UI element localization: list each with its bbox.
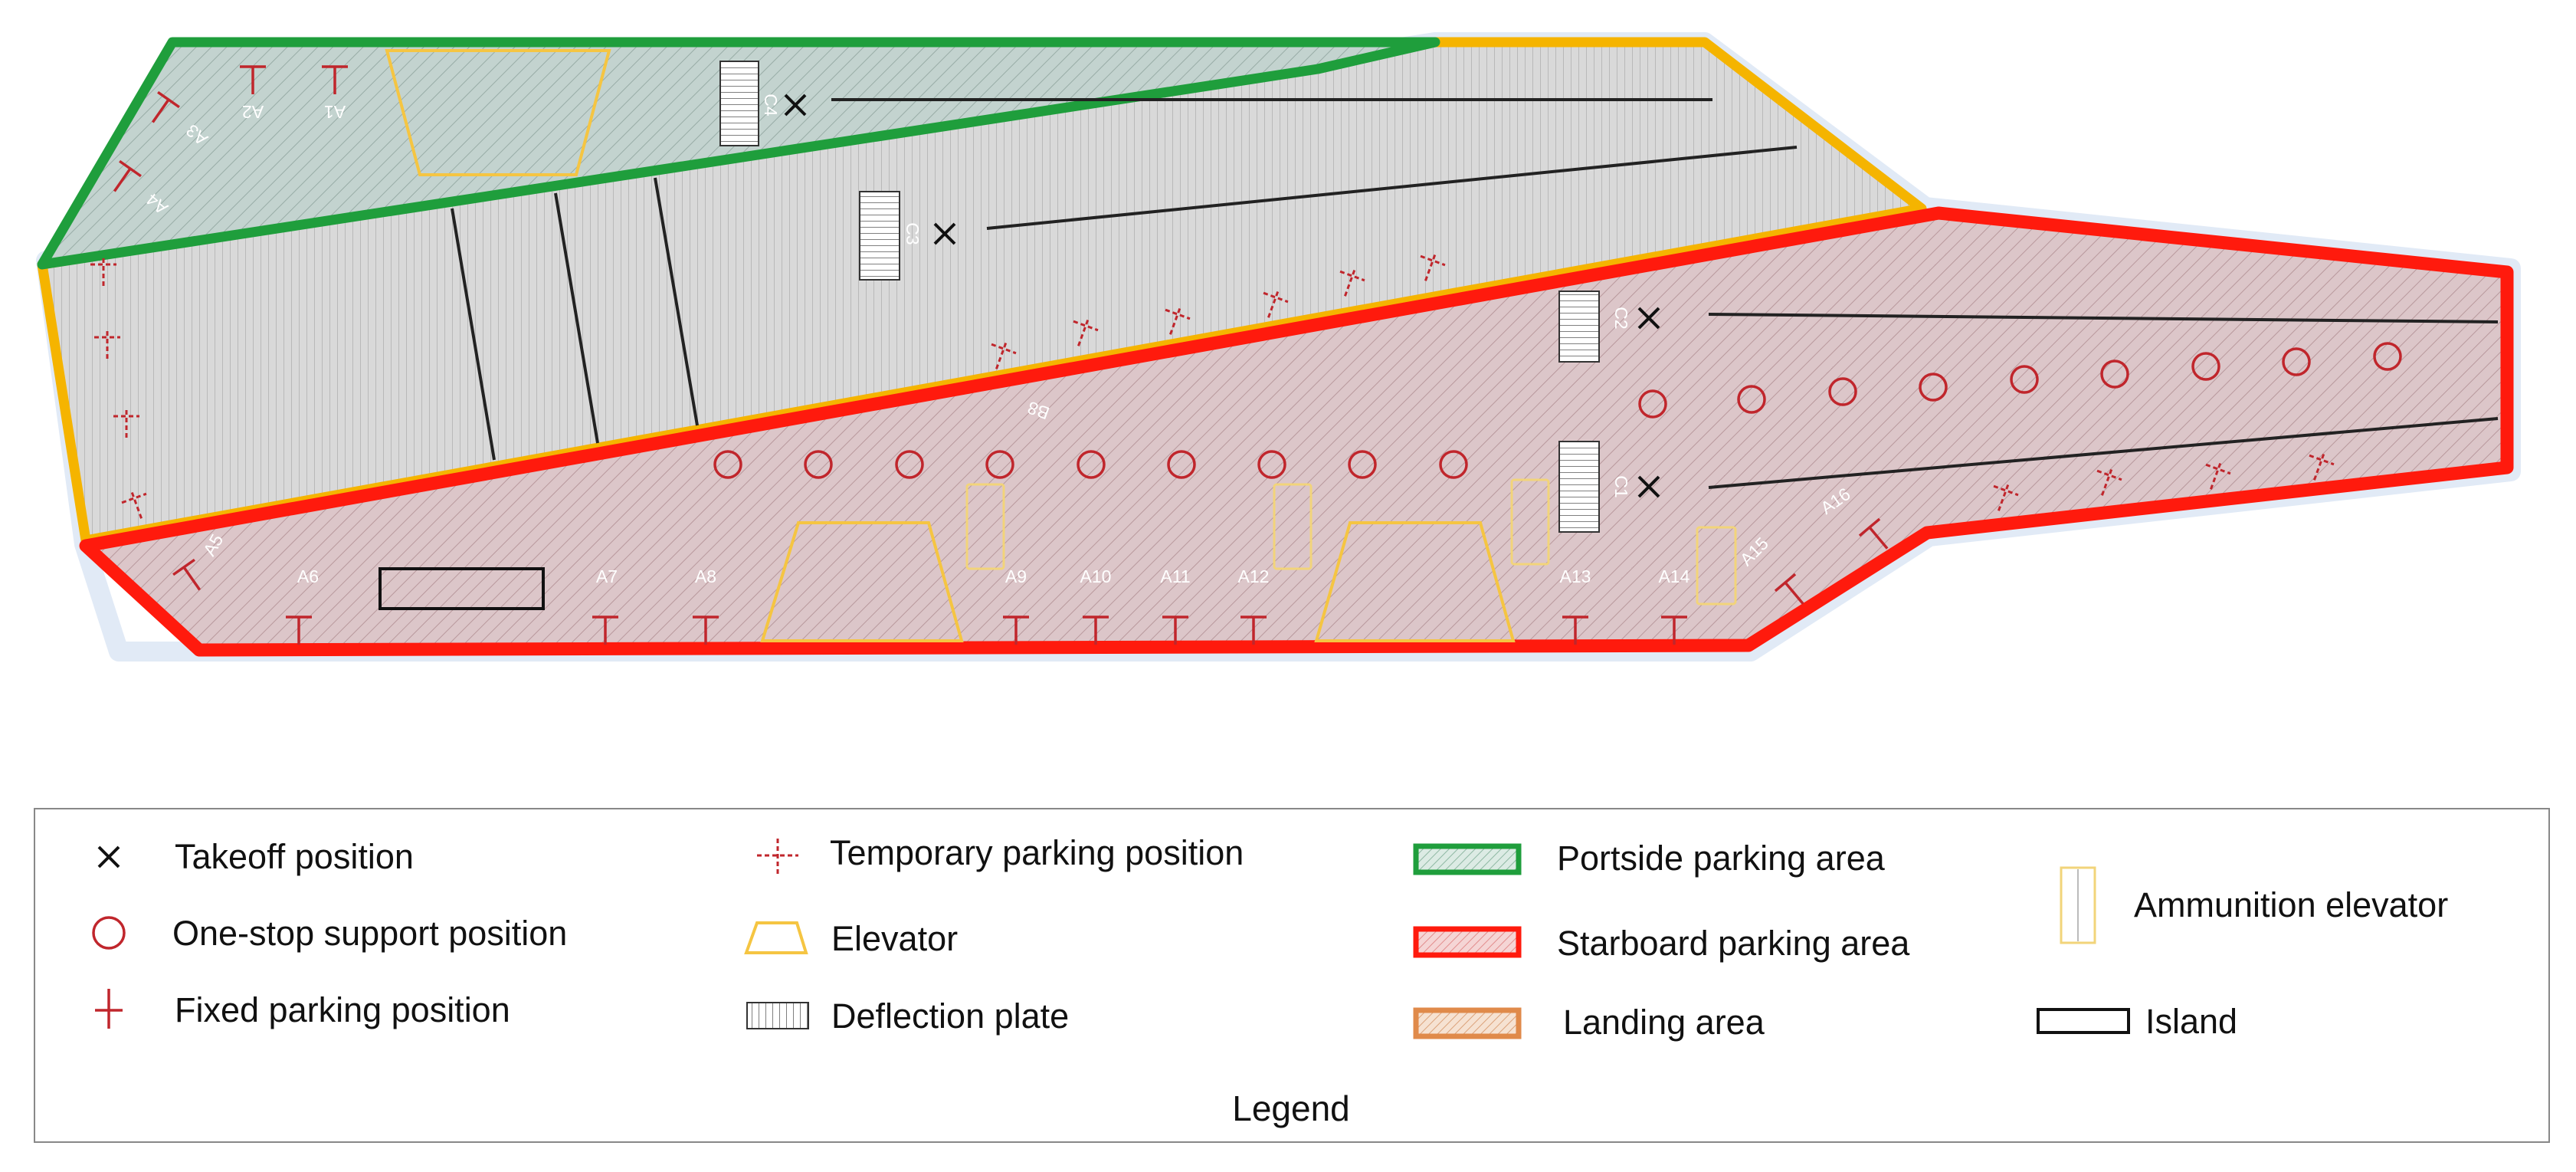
fixed-label: A7 [596, 566, 618, 586]
deflection-plate-icon [746, 1002, 809, 1029]
legend-island-label: Island [2145, 1002, 2237, 1041]
one-stop-marker [1257, 450, 1286, 479]
landing-area-icon [1413, 1007, 1522, 1039]
one-stop-marker [985, 450, 1014, 479]
legend-landing-label: Landing area [1563, 1003, 1765, 1042]
deflection-plate [1558, 441, 1600, 533]
fixed-label: A9 [1005, 566, 1027, 586]
legend-takeoff-label: Takeoff position [175, 837, 414, 876]
one-stop-marker [1919, 373, 1948, 402]
fixed-label: A14 [1659, 566, 1690, 586]
one-stop-marker [1638, 389, 1667, 419]
ammunition-elevator [1510, 478, 1550, 566]
one-stop-icon [92, 916, 126, 950]
legend-temporary-label: Temporary parking position [830, 833, 1244, 872]
fixed-label: A8 [695, 566, 716, 586]
ammunition-elevator [965, 483, 1005, 570]
one-stop-marker [1737, 385, 1766, 414]
portside-area-icon [1413, 843, 1522, 875]
catapult-lines [1708, 313, 2499, 489]
portside-parking-area [37, 37, 1440, 270]
landing-lines [451, 98, 1798, 461]
one-stop-marker [1348, 450, 1377, 479]
legend-one-stop-label: One-stop support position [172, 914, 567, 953]
ammunition-elevator-icon [2060, 866, 2096, 944]
island [379, 567, 545, 610]
legend-ammo-label: Ammunition elevator [2134, 885, 2448, 924]
deflection-plate [1558, 291, 1600, 363]
elevator [385, 49, 611, 176]
one-stop-support-positions [713, 342, 2402, 479]
fixed-label: A10 [1080, 566, 1112, 586]
deflection-plates [719, 61, 1600, 533]
island-icon [2037, 1008, 2130, 1034]
legend-frame [34, 808, 2550, 1143]
takeoff-label: C3 [903, 222, 923, 245]
one-stop-marker [895, 450, 924, 479]
legend: Takeoff position One-stop support positi… [34, 808, 2550, 1143]
one-stop-marker [713, 450, 742, 479]
one-stop-marker [2100, 359, 2129, 389]
deflection-plate [859, 191, 900, 281]
fixed-label: A13 [1560, 566, 1591, 586]
elevators [385, 49, 1516, 642]
takeoff-positions: C4 C3 C2 C1 [761, 94, 1660, 498]
one-stop-marker [804, 450, 833, 479]
fixed-parking-icon [95, 989, 123, 1029]
legend-title: Legend [1232, 1088, 1350, 1128]
fixed-label: A1 [324, 102, 346, 122]
fixed-label: A6 [297, 566, 319, 586]
legend-deflection-label: Deflection plate [831, 996, 1069, 1036]
one-stop-marker [1167, 450, 1196, 479]
legend-starboard-label: Starboard parking area [1557, 924, 1910, 963]
temporary-parking-icon [757, 839, 798, 875]
one-stop-marker [2282, 347, 2311, 376]
starboard-parking-area [79, 206, 2514, 657]
legend-elevator-label: Elevator [831, 919, 958, 958]
one-stop-marker [1077, 450, 1106, 479]
fixed-label: A2 [242, 102, 264, 122]
deflection-plate [719, 61, 759, 146]
fixed-label: A11 [1160, 566, 1190, 586]
elevator-icon [744, 921, 808, 954]
ammunition-elevator [1696, 526, 1737, 606]
elevator [1314, 521, 1516, 642]
takeoff-label: C4 [761, 94, 781, 117]
elevator [760, 521, 964, 642]
ammunition-elevators [965, 478, 1737, 606]
ammunition-elevator [1273, 483, 1313, 570]
one-stop-marker [1828, 377, 1857, 406]
one-stop-marker [2191, 352, 2220, 381]
one-stop-marker [2373, 342, 2402, 371]
legend-portside-label: Portside parking area [1557, 839, 1886, 878]
takeoff-label: C2 [1611, 307, 1631, 329]
one-stop-marker [2010, 365, 2039, 394]
takeoff-label: C1 [1611, 475, 1631, 497]
starboard-area-icon [1413, 926, 1522, 958]
fixed-label: A12 [1238, 566, 1270, 586]
one-stop-marker [1439, 450, 1468, 479]
legend-fixed-label: Fixed parking position [175, 990, 510, 1029]
